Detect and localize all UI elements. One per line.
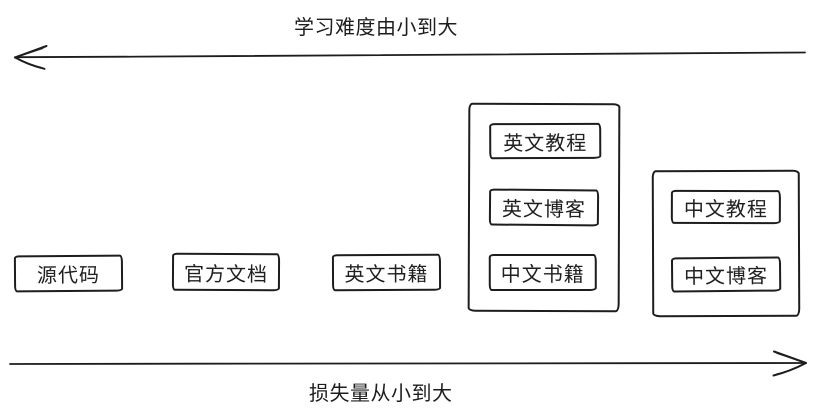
loss-arrow-right <box>9 350 807 377</box>
difficulty-axis-label: 学习难度由小到大 <box>294 17 458 39</box>
box-english-tutorials: 英文教程 <box>489 122 602 160</box>
box-chinese-books: 中文书籍 <box>488 253 597 291</box>
box-english-books: 英文书籍 <box>331 253 442 292</box>
box-chinese-tutorials: 中文教程 <box>670 189 781 225</box>
group-chinese-resources: 中文教程 中文博客 <box>651 169 801 318</box>
box-source-code: 源代码 <box>13 254 124 293</box>
difficulty-arrow-left <box>13 45 806 70</box>
group-english-resources: 英文教程 英文博客 中文书籍 <box>467 102 621 313</box>
loss-axis-label: 损失量从小到大 <box>309 383 453 405</box>
box-chinese-blogs: 中文博客 <box>670 256 782 293</box>
box-official-docs: 官方文档 <box>171 252 281 292</box>
box-english-blogs: 英文博客 <box>488 188 600 227</box>
